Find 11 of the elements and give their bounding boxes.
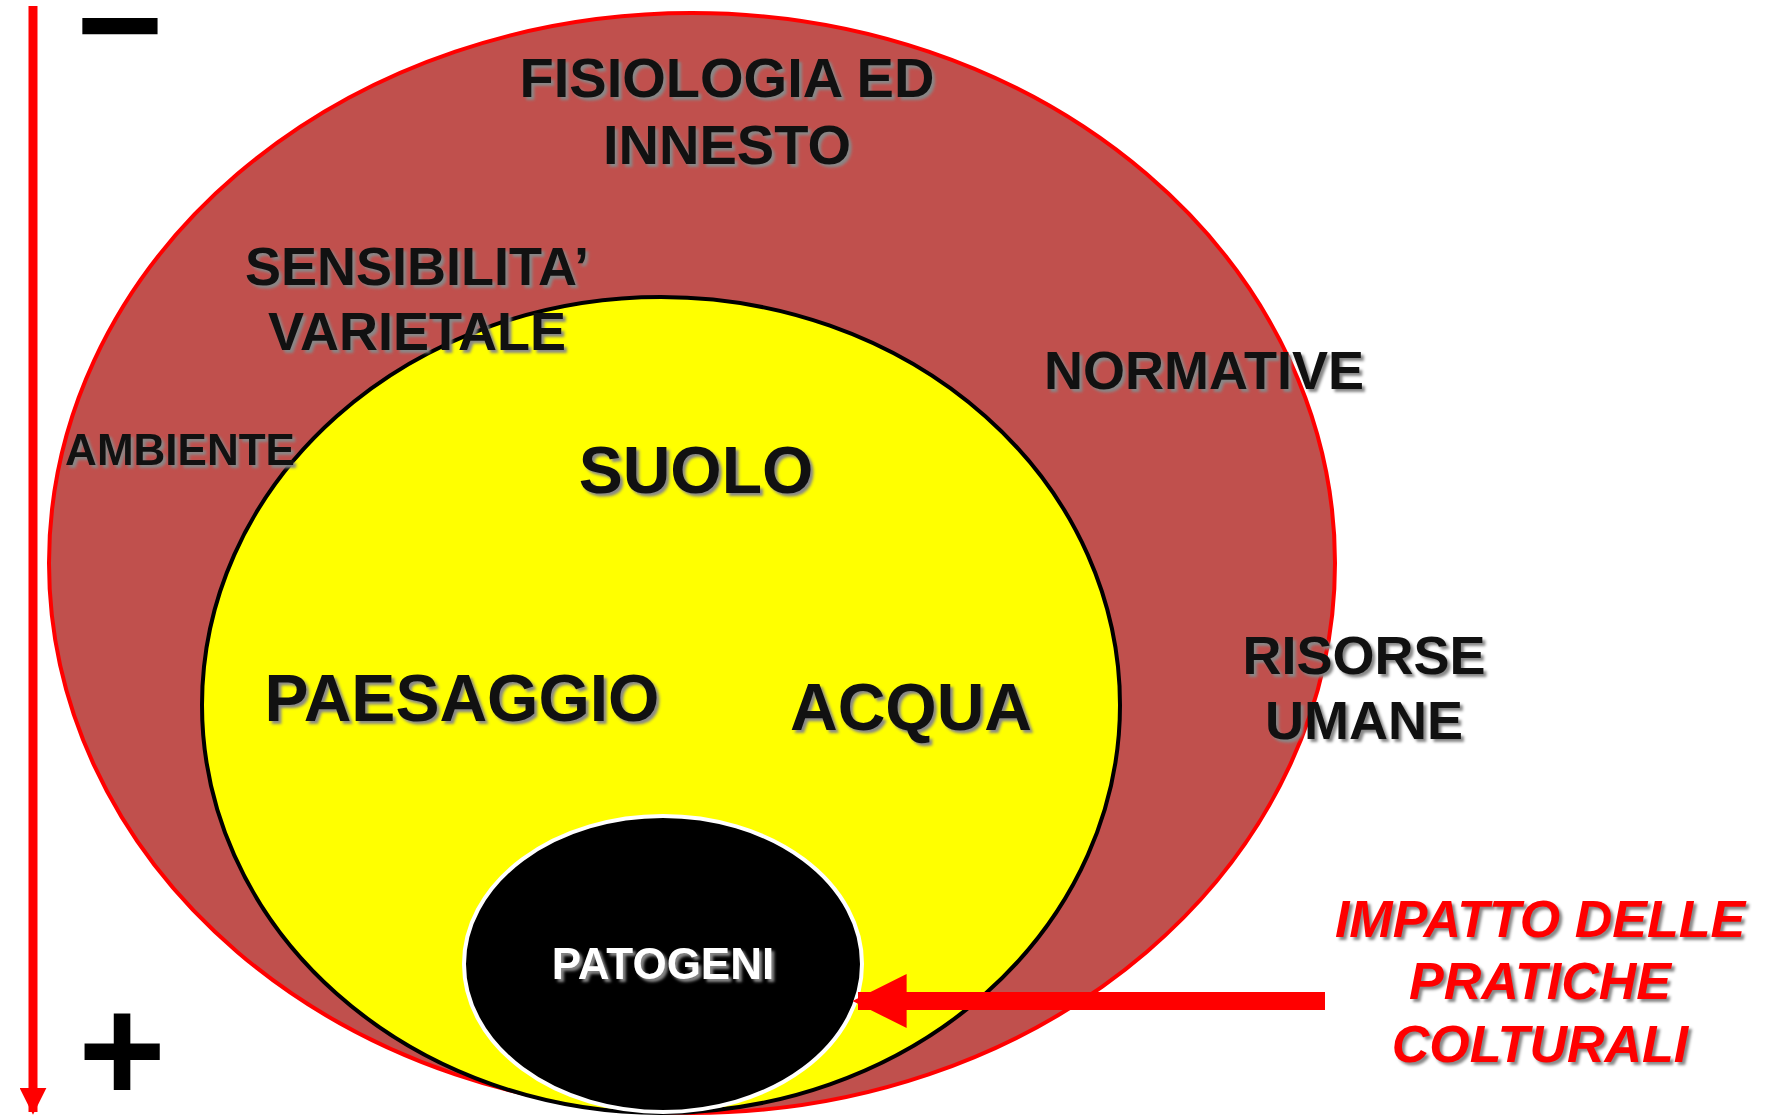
plus-sign: + bbox=[78, 975, 166, 1116]
ellipse-region bbox=[462, 814, 865, 1114]
region-label: SUOLO bbox=[577, 432, 815, 510]
region-label: ACQUA bbox=[789, 669, 1033, 747]
minus-sign: − bbox=[76, 0, 164, 99]
region-label: AMBIENTE bbox=[64, 423, 296, 476]
caption-text: IMPATTO DELLE PRATICHE COLTURALI bbox=[1333, 889, 1748, 1076]
arrow bbox=[852, 974, 1325, 1028]
region-label: PAESAGGIO bbox=[263, 660, 661, 738]
region-label: FISIOLOGIA ED INNESTO bbox=[518, 44, 936, 178]
region-label: PATOGENI bbox=[550, 937, 776, 990]
